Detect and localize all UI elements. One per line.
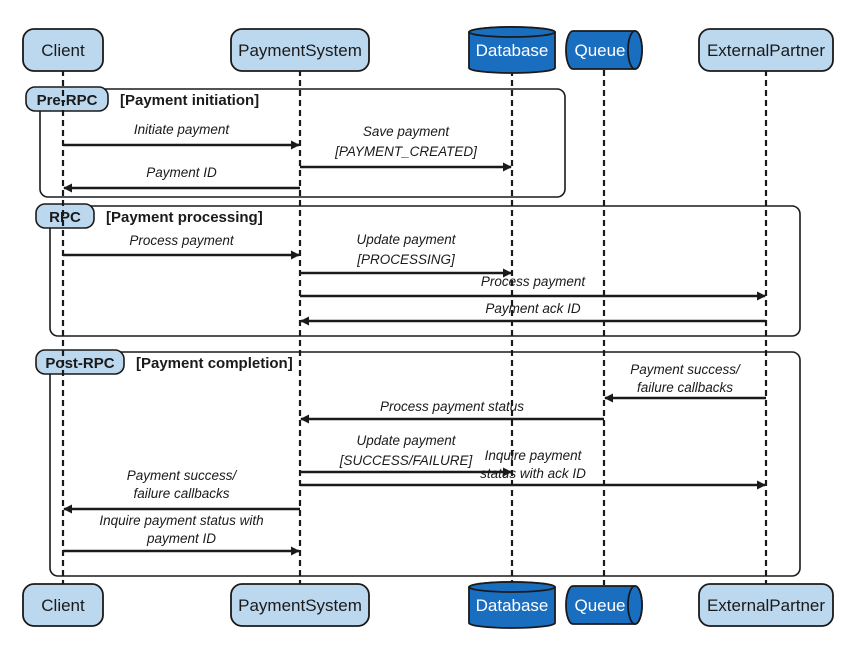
frames-layer: Pre-RPC [Payment initiation] RPC [Payment p…: [25, 86, 801, 577]
frame-tag-label: Pre-RPC: [37, 92, 98, 109]
participant-label: ExternalPartner: [707, 41, 825, 60]
message-6: Process payment: [300, 274, 766, 301]
database-cylinder-top: [468, 26, 556, 38]
participant-box: [230, 583, 370, 627]
frame-rpc: RPC [Payment processing]: [35, 203, 801, 337]
frame-title: [Payment initiation]: [120, 92, 259, 109]
queue-cylinder-end: [627, 585, 643, 625]
message-label: Process payment: [481, 274, 587, 289]
frame-tag: [35, 349, 125, 375]
message-label: [SUCCESS/FAILURE]: [339, 453, 474, 468]
frame-tag-label: RPC: [49, 209, 81, 226]
message-label: payment ID: [146, 531, 216, 546]
message-1: Initiate payment: [63, 122, 300, 150]
message-label: Save payment: [363, 124, 451, 139]
database-cylinder-top: [468, 581, 556, 593]
frame-post-rpc: Post-RPC [Payment completion]: [35, 349, 801, 577]
lifelines-layer: [61, 70, 768, 585]
participant-label: Queue: [574, 41, 625, 60]
message-label: Initiate payment: [134, 122, 231, 137]
message-5: Update payment [PROCESSING]: [300, 232, 512, 278]
participant-label: ExternalPartner: [707, 596, 825, 615]
participant-queue-top: Queue: [565, 30, 643, 70]
message-label: failure callbacks: [133, 486, 229, 501]
message-2: Save payment [PAYMENT_CREATED]: [300, 124, 512, 172]
frame-pre-rpc: Pre-RPC [Payment initiation]: [25, 86, 566, 198]
participant-queue-bottom: Queue: [565, 585, 643, 625]
message-label: Process payment status: [380, 399, 524, 414]
message-label: [PROCESSING]: [356, 252, 456, 267]
frame-border: [49, 205, 801, 337]
message-12: Payment success/failure callbacks: [63, 468, 300, 514]
message-label: failure callbacks: [637, 380, 733, 395]
message-label: Payment success/: [127, 468, 238, 483]
participant-client-bottom: Client: [22, 583, 104, 627]
messages-layer: Initiate payment Save payment [PAYMENT_CRE…: [63, 122, 766, 556]
participant-box: [22, 28, 104, 72]
frame-border: [49, 351, 801, 577]
participant-box: [22, 583, 104, 627]
message-label: Update payment: [356, 232, 456, 247]
message-8: Payment success/failure callbacks: [604, 362, 766, 403]
message-label: Inquire payment: [485, 448, 583, 463]
message-label: Payment success/: [630, 362, 741, 377]
frame-tag: [25, 86, 109, 112]
message-label: Update payment: [356, 433, 456, 448]
participant-box: [230, 28, 370, 72]
message-3: Payment ID: [63, 165, 300, 193]
message-10: Update payment [SUCCESS/FAILURE]: [300, 433, 512, 477]
participant-label: PaymentSystem: [238, 596, 362, 615]
participant-label: Queue: [574, 596, 625, 615]
participant-payment-bottom: PaymentSystem: [230, 583, 370, 627]
message-7: Payment ack ID: [300, 301, 766, 326]
message-11: Inquire payment status with ack ID: [300, 448, 766, 490]
frame-border: [39, 88, 566, 198]
message-label: [PAYMENT_CREATED]: [334, 144, 478, 159]
frame-tag-label: Post-RPC: [45, 355, 114, 372]
participant-box: [698, 583, 834, 627]
queue-cylinder-end: [627, 30, 643, 70]
message-13: Inquire payment status with payment ID: [63, 513, 300, 556]
participants-layer: ClientClientPaymentSystemPaymentSystemDa…: [22, 26, 834, 629]
participant-label: Client: [41, 41, 85, 60]
participant-label: Database: [476, 41, 549, 60]
participant-client-top: Client: [22, 28, 104, 72]
participant-label: Database: [476, 596, 549, 615]
message-9: Process payment status: [300, 399, 604, 424]
participant-database-bottom: Database: [468, 581, 556, 629]
participant-partner-top: ExternalPartner: [698, 28, 834, 72]
participant-payment-top: PaymentSystem: [230, 28, 370, 72]
message-label: status with ack ID: [480, 466, 586, 481]
frame-title: [Payment processing]: [106, 209, 263, 226]
frame-tag: [35, 203, 95, 229]
message-label: Inquire payment status with: [99, 513, 263, 528]
frame-title: [Payment completion]: [136, 355, 293, 372]
participant-partner-bottom: ExternalPartner: [698, 583, 834, 627]
participant-label: Client: [41, 596, 85, 615]
participant-database-top: Database: [468, 26, 556, 74]
message-4: Process payment: [63, 233, 300, 260]
participant-box: [698, 28, 834, 72]
participant-label: PaymentSystem: [238, 41, 362, 60]
message-label: Payment ID: [146, 165, 217, 180]
message-label: Process payment: [129, 233, 235, 248]
message-label: Payment ack ID: [485, 301, 581, 316]
